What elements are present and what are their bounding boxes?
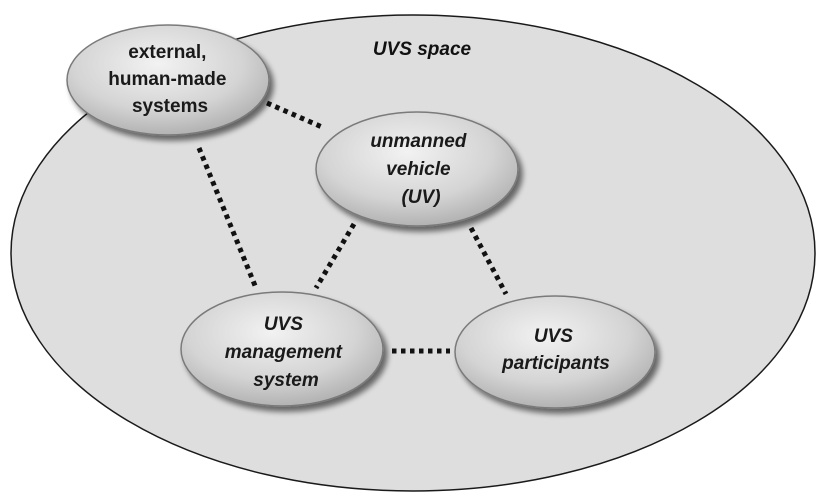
node-uv-line-3: (UV) <box>401 187 440 208</box>
node-external-line-3: systems <box>132 96 208 117</box>
node-uv-line-2: vehicle <box>386 159 451 180</box>
node-participants: UVS participants <box>454 295 656 409</box>
node-participants-line-2: participants <box>501 353 610 374</box>
node-external-line-1: external, <box>128 42 206 63</box>
node-uv-text: unmanned vehicle (UV) <box>370 131 471 208</box>
node-management-line-1: UVS <box>264 314 303 335</box>
node-external-line-2: human-made <box>108 69 226 90</box>
node-participants-text: UVS participants <box>501 326 610 374</box>
connector-uv-management <box>313 222 357 290</box>
node-management-text: UVS management system <box>225 314 347 391</box>
connector-external-management <box>196 147 259 289</box>
node-management-line-2: management <box>225 342 343 363</box>
node-external-shape <box>66 24 270 136</box>
node-management-system: UVS management system <box>180 291 384 407</box>
uvs-space-label: UVS space <box>373 39 472 60</box>
connector-external-uv <box>266 100 323 130</box>
node-management-line-3: system <box>253 370 319 391</box>
node-participants-line-1: UVS <box>534 326 573 347</box>
node-unmanned-vehicle: unmanned vehicle (UV) <box>315 111 519 227</box>
connector-uv-participants <box>468 226 509 296</box>
node-external-text: external, human-made systems <box>108 42 232 117</box>
node-uv-line-1: unmanned <box>370 131 466 152</box>
node-external-systems: external, human-made systems <box>66 24 270 136</box>
node-uv-shape <box>315 111 519 227</box>
node-management-shape <box>180 291 384 407</box>
node-participants-shape <box>454 295 656 409</box>
